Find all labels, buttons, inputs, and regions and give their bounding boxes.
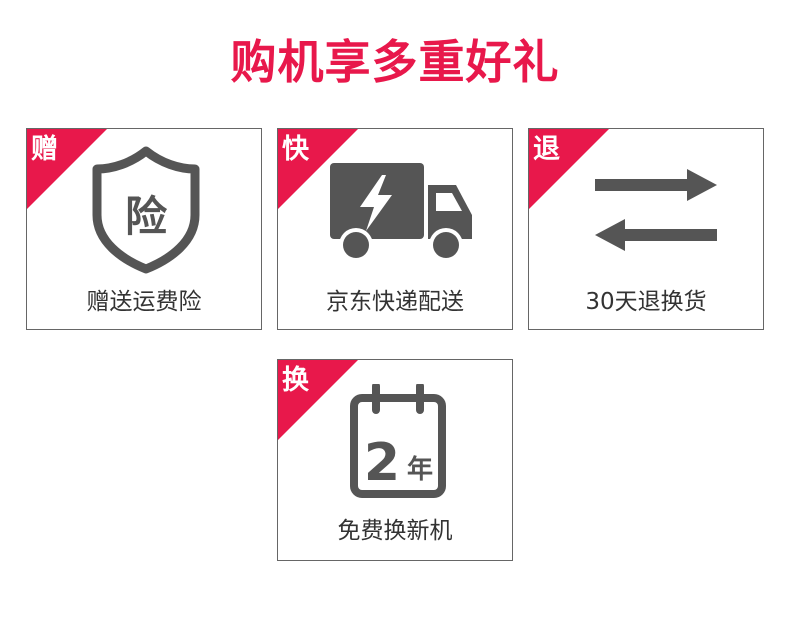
card-label: 京东快递配送 [326,289,464,315]
delivery-truck-icon [330,163,472,262]
card-tag: 换 [282,365,309,396]
card-tag: 快 [282,134,309,165]
card-tag: 赠 [31,134,58,165]
svg-text:险: 险 [125,192,168,241]
exchange-arrows-icon [595,169,717,251]
page-title: 购机享多重好礼 [230,35,560,89]
shield-insurance-icon: 险 [92,146,200,274]
card-tag: 退 [533,134,560,165]
card-express-delivery: 快 京东快递配送 [277,128,513,330]
corner-ribbon [278,360,358,440]
card-shipping-insurance: 赠 险 赠送运费险 [26,128,262,330]
card-label: 免费换新机 [337,518,453,544]
card-label: 赠送运费险 [86,289,202,315]
card-label: 30天退换货 [585,289,707,315]
card-free-replacement: 换 2 年 免费换新机 [277,359,513,561]
svg-text:年: 年 [407,454,433,485]
card-30-day-return: 退 30天退换货 [528,128,764,330]
svg-text:2: 2 [364,433,400,493]
calendar-icon: 2 年 [350,384,446,498]
corner-ribbon [529,129,609,209]
